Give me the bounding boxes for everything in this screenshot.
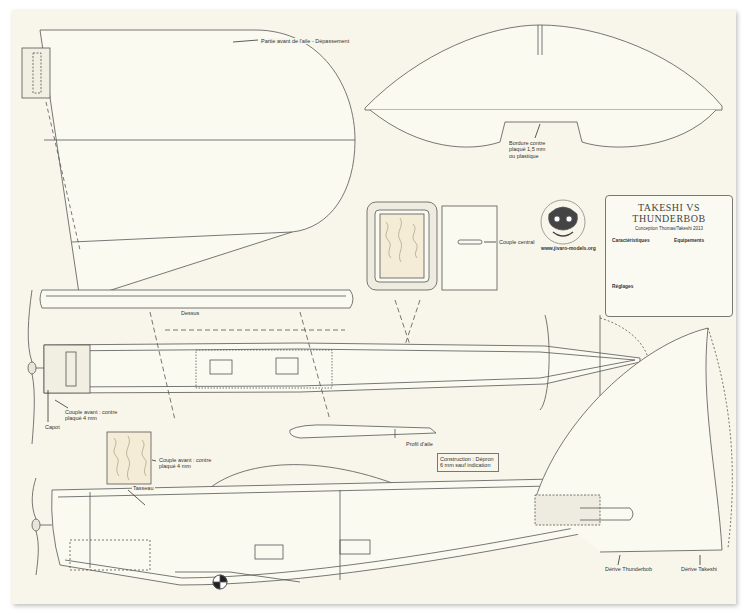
part-label: Bordure contre plaqué 1,5 mm ou plastiqu… <box>508 140 554 159</box>
part-label: Tasseau <box>132 485 155 491</box>
paper-sheet <box>12 10 736 604</box>
part-label: Dérive Thunderbob <box>604 566 653 572</box>
part-label: Profil d'aile <box>405 441 434 447</box>
title-block: TAKESHI VS THUNDERBOB Conception Thomas/T… <box>605 195 733 317</box>
part-label: Dessus <box>180 310 200 316</box>
designer-credit: Conception Thomas/Takeshi 2013 <box>610 226 728 231</box>
part-label: Capot <box>44 424 61 430</box>
plan-title: TAKESHI VS THUNDERBOB <box>612 202 726 224</box>
construction-note: Construction : Dépron 6 mm sauf indicati… <box>437 453 499 472</box>
part-label: Couple avant : contre plaqué 4 mm <box>64 409 122 422</box>
table-heading: Réglages <box>612 284 633 289</box>
part-label: Partie avant de l'aile - Dépassement <box>260 38 350 44</box>
table-heading: Equipements <box>674 238 704 243</box>
part-label: Couple central <box>498 239 535 245</box>
watermark: www.jivaro-models.org <box>540 246 597 252</box>
part-label: Couple avant : contre plaqué 4 mm <box>158 457 218 470</box>
plan-lines <box>22 25 732 589</box>
part-label: Dérive Takeshi <box>680 566 718 572</box>
table-heading: Caractéristiques <box>612 238 650 243</box>
